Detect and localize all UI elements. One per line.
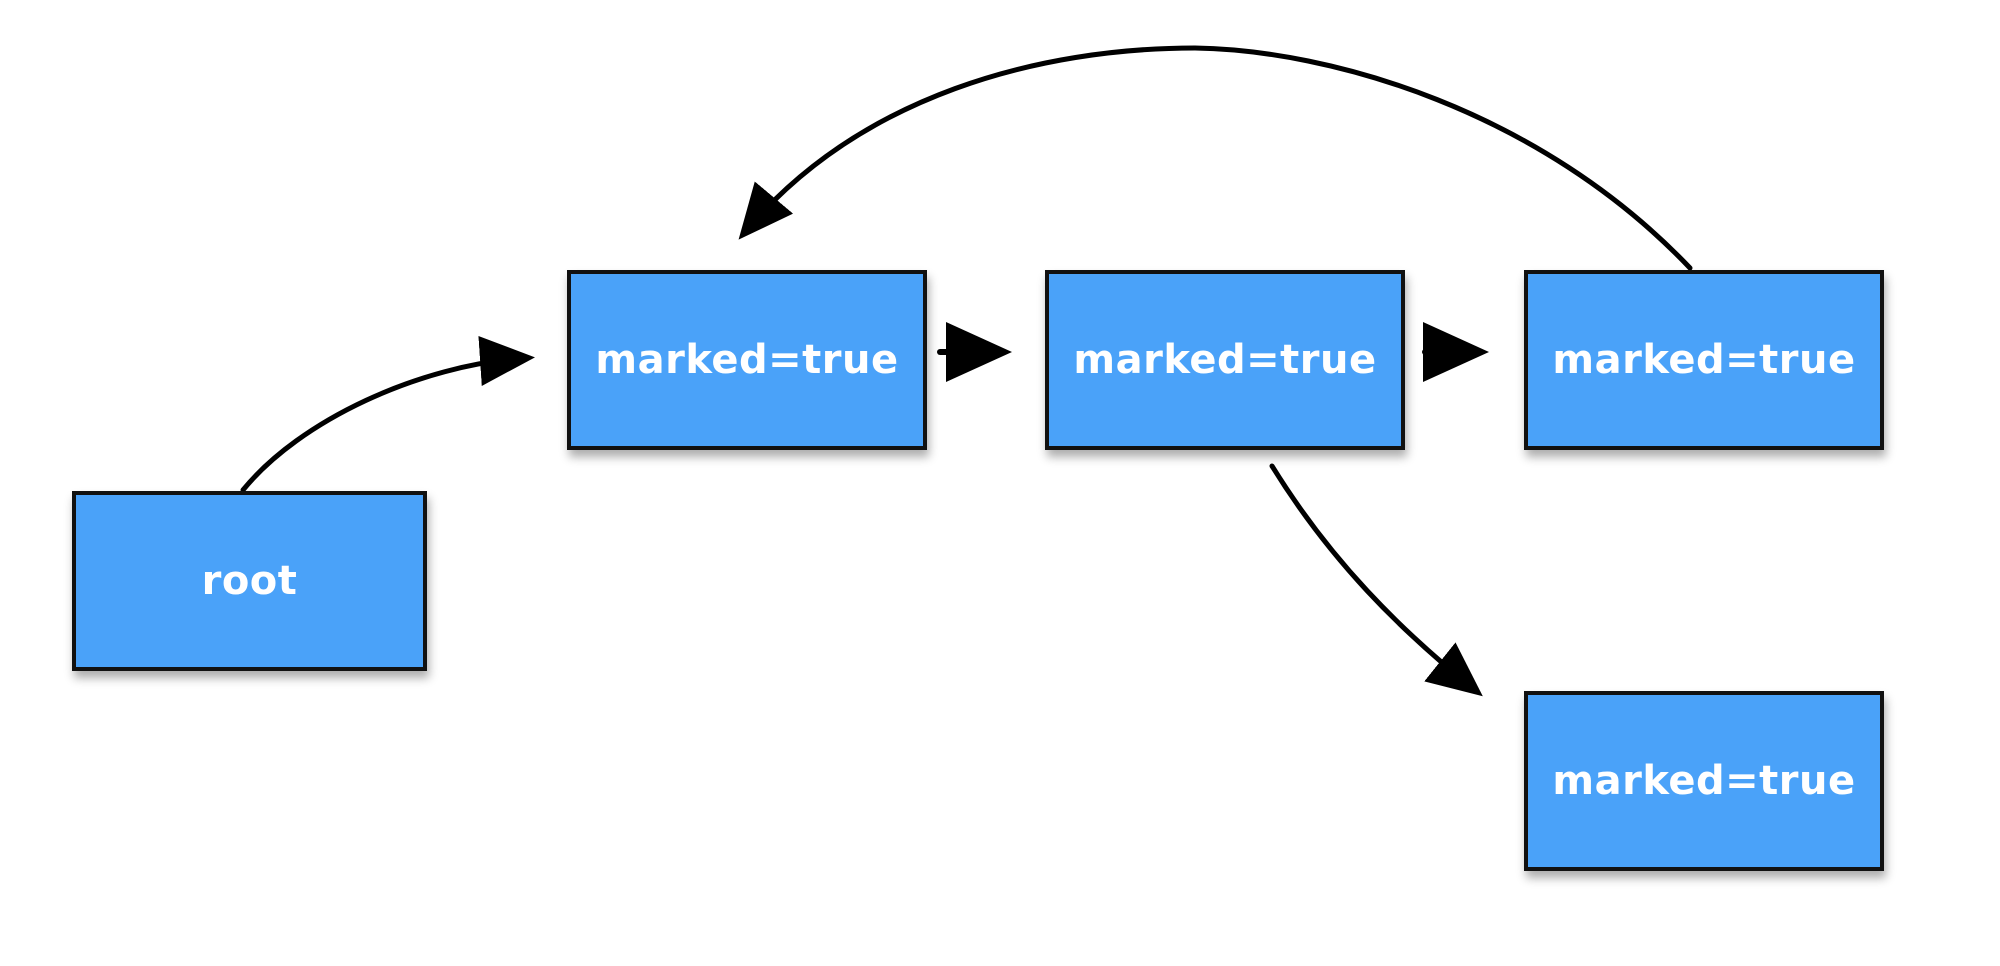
node-root: root [72, 491, 427, 671]
node-marked-d: marked=true [1524, 691, 1884, 871]
node-marked-b: marked=true [1045, 270, 1405, 450]
node-marked-a: marked=true [567, 270, 927, 450]
node-marked-a-label: marked=true [595, 337, 899, 383]
edge-root-to-a [240, 336, 535, 493]
edge-c-to-a [738, 45, 1693, 271]
node-marked-c-label: marked=true [1552, 337, 1856, 383]
node-root-label: root [201, 558, 298, 604]
node-marked-c: marked=true [1524, 270, 1884, 450]
node-marked-d-label: marked=true [1552, 758, 1856, 804]
node-marked-b-label: marked=true [1073, 337, 1377, 383]
edge-b-to-d [1269, 463, 1483, 697]
